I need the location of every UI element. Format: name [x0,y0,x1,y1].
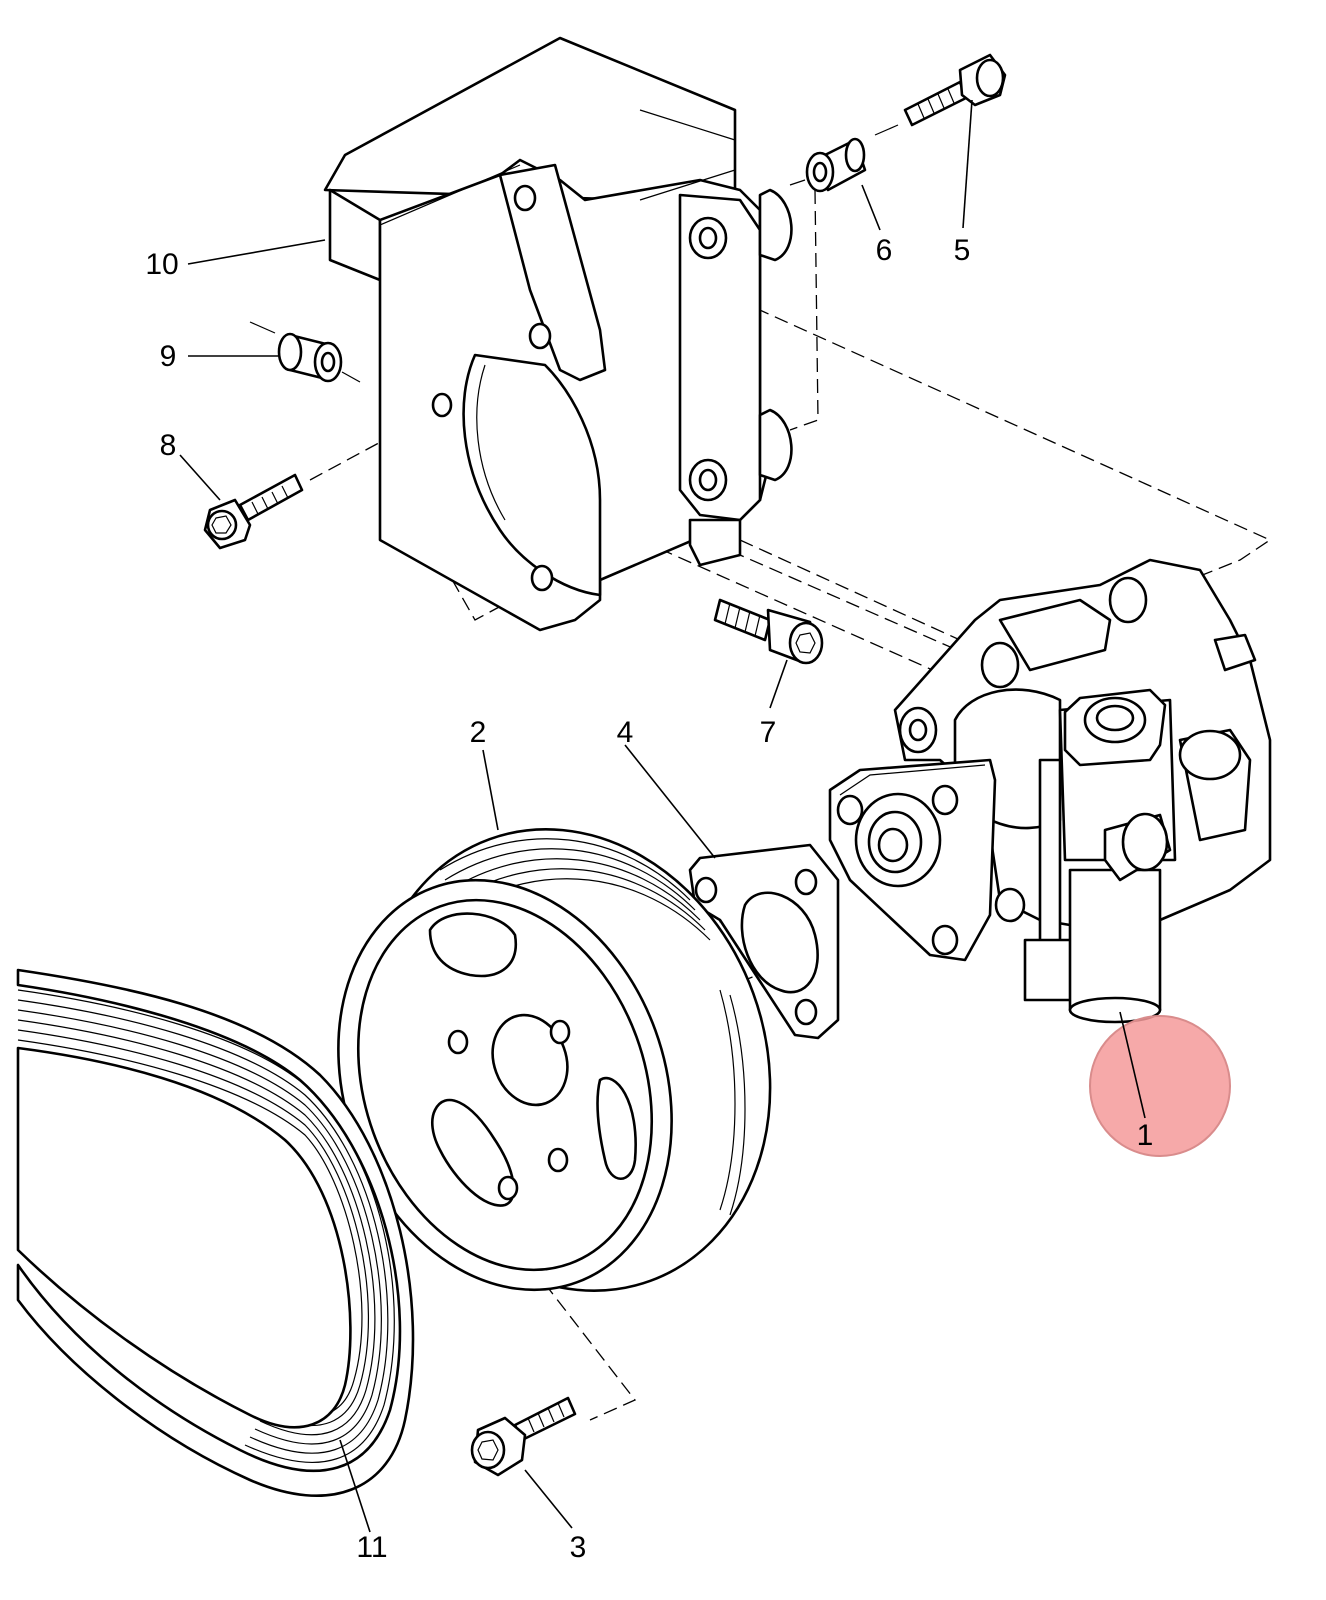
drive-belt [16,968,415,1497]
callout-10: 10 [145,248,178,281]
pump-gasket [688,843,840,1040]
callout-3: 3 [570,1531,587,1564]
bolt-right-bracket [903,53,1007,127]
pulley-bolt [470,1396,577,1477]
spacer-bushing-right [789,124,899,193]
callout-2: 2 [470,716,487,749]
callout-6: 6 [876,234,893,267]
callout-8: 8 [160,429,177,462]
callout-1: 1 [1137,1119,1154,1152]
spacer-bushing-left [249,321,361,383]
pump-pulley [337,828,772,1292]
callout-5: 5 [954,234,971,267]
callout-4: 4 [617,716,634,749]
bolt-left-bracket [203,473,304,550]
callouts: 1 2 3 4 5 6 7 8 9 10 11 [145,234,1153,1564]
callout-11: 11 [356,1531,387,1564]
power-steering-pump [828,558,1272,1024]
callout-9: 9 [160,340,177,373]
leader-lines [179,99,1146,1533]
callout-7: 7 [760,716,777,749]
highlight-marker [1089,1015,1231,1157]
mounting-bracket [323,36,793,632]
socket-head-screw [713,598,824,665]
